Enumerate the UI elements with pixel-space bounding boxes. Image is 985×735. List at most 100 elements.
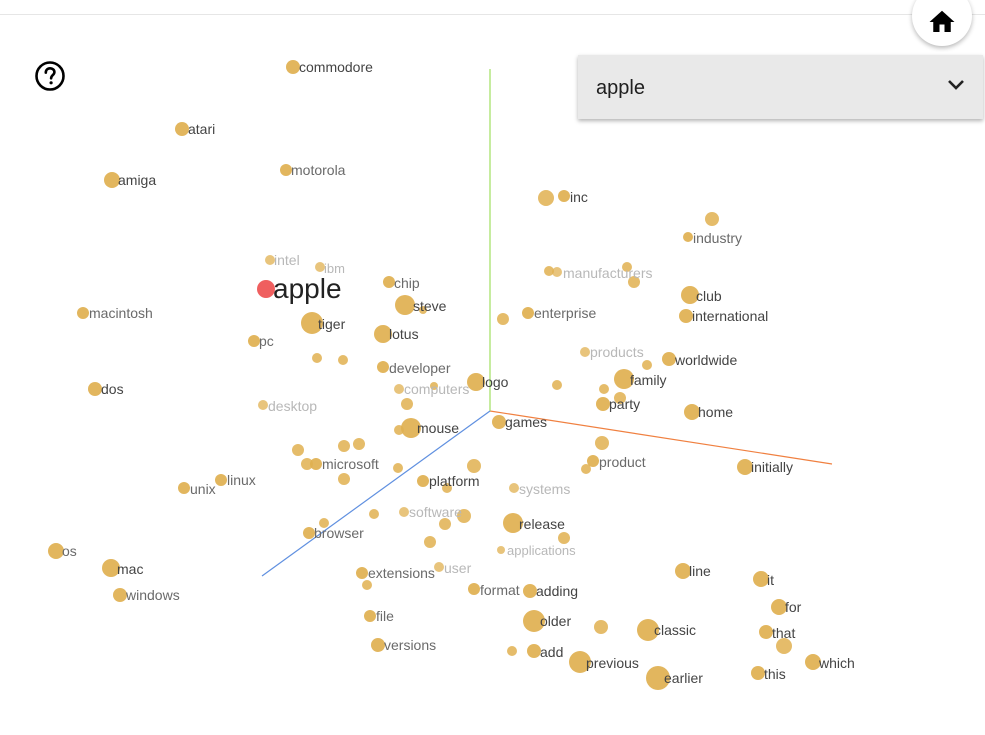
word-point[interactable]: party xyxy=(596,396,640,412)
word-point-dot[interactable] xyxy=(492,415,506,429)
word-point[interactable]: format xyxy=(468,582,520,598)
word-point[interactable]: initially xyxy=(737,459,793,475)
word-point-dot[interactable] xyxy=(303,527,315,539)
word-point-dot[interactable] xyxy=(753,571,769,587)
word-point-dot[interactable] xyxy=(178,482,190,494)
word-point[interactable]: home xyxy=(684,404,733,420)
word-point[interactable]: earlier xyxy=(646,666,703,690)
word-point[interactable]: extensions xyxy=(356,565,435,581)
word-point-dot[interactable] xyxy=(580,347,590,357)
word-point[interactable]: browser xyxy=(303,525,364,541)
word-point-dot[interactable] xyxy=(587,455,599,467)
word-point-dot[interactable] xyxy=(737,459,753,475)
word-point-dot[interactable] xyxy=(523,610,545,632)
word-point-dot[interactable] xyxy=(301,312,323,334)
word-point[interactable]: manufacturers xyxy=(552,265,652,281)
word-point-dot[interactable] xyxy=(751,666,765,680)
word-point-dot[interactable] xyxy=(523,584,537,598)
word-point[interactable]: chip xyxy=(383,275,420,291)
word-point[interactable]: enterprise xyxy=(522,305,596,321)
word-point-dot[interactable] xyxy=(102,559,120,577)
word-point-dot[interactable] xyxy=(614,369,634,389)
word-point[interactable]: user xyxy=(434,560,472,576)
word-point[interactable]: motorola xyxy=(280,162,346,178)
word-point[interactable]: which xyxy=(805,654,855,671)
word-point-dot[interactable] xyxy=(771,599,787,615)
word-point[interactable]: this xyxy=(751,666,786,682)
help-button[interactable] xyxy=(34,60,66,92)
word-point[interactable]: steve xyxy=(395,295,447,315)
word-point[interactable]: commodore xyxy=(286,59,373,75)
word-point-dot[interactable] xyxy=(248,335,260,347)
word-point[interactable]: os xyxy=(48,543,77,559)
word-point-dot[interactable] xyxy=(383,276,395,288)
word-point[interactable]: classic xyxy=(637,619,696,641)
word-point-dot[interactable] xyxy=(364,610,376,622)
word-point-dot[interactable] xyxy=(417,475,429,487)
word-point[interactable]: older xyxy=(523,610,571,632)
word-point-dot[interactable] xyxy=(759,625,773,639)
word-point[interactable]: versions xyxy=(371,637,436,653)
word-point[interactable]: it xyxy=(753,571,774,588)
word-point-dot[interactable] xyxy=(679,309,693,323)
word-point[interactable]: mac xyxy=(102,559,143,577)
word-point[interactable]: ibm xyxy=(315,261,345,276)
word-point-dot[interactable] xyxy=(104,172,120,188)
word-point-dot[interactable] xyxy=(497,546,505,554)
word-point-dot[interactable] xyxy=(315,262,325,272)
word-point-dot[interactable] xyxy=(113,588,127,602)
word-point-dot[interactable] xyxy=(88,382,102,396)
word-point-dot[interactable] xyxy=(286,60,300,74)
word-point-dot[interactable] xyxy=(681,286,699,304)
word-point[interactable]: macintosh xyxy=(77,305,153,321)
word-point-dot[interactable] xyxy=(552,267,562,277)
word-point[interactable]: games xyxy=(492,414,547,430)
word-point[interactable]: international xyxy=(679,308,768,324)
word-point[interactable]: inc xyxy=(558,189,588,205)
word-point-dot[interactable] xyxy=(637,619,659,641)
word-point[interactable]: previous xyxy=(569,651,639,673)
word-point[interactable]: add xyxy=(527,644,563,660)
word-point[interactable]: platform xyxy=(417,473,480,489)
word-point[interactable]: products xyxy=(580,344,644,360)
word-point[interactable]: release xyxy=(503,513,565,533)
word-point[interactable]: developer xyxy=(377,360,451,376)
word-point-dot[interactable] xyxy=(258,400,268,410)
word-point-dot[interactable] xyxy=(503,513,523,533)
word-point-dot[interactable] xyxy=(805,654,821,670)
word-point[interactable]: club xyxy=(681,286,722,304)
word-point-dot[interactable] xyxy=(434,562,444,572)
word-point[interactable]: line xyxy=(675,563,711,579)
word-point[interactable]: industry xyxy=(683,230,742,246)
word-select-dropdown[interactable]: apple xyxy=(578,55,983,119)
word-point-dot[interactable] xyxy=(265,255,275,265)
word-point-dot[interactable] xyxy=(395,295,415,315)
word-point[interactable]: amiga xyxy=(104,172,156,188)
word-point[interactable]: software xyxy=(399,504,462,520)
word-point-dot[interactable] xyxy=(527,644,541,658)
word-point[interactable]: atari xyxy=(175,121,215,137)
word-point-dot[interactable] xyxy=(468,583,480,595)
word-point[interactable]: desktop xyxy=(258,398,317,414)
word-point-dot[interactable] xyxy=(77,307,89,319)
focus-point[interactable] xyxy=(257,280,275,298)
word-point-dot[interactable] xyxy=(310,458,322,470)
word-point[interactable]: windows xyxy=(113,587,180,603)
word-point[interactable]: lotus xyxy=(374,325,419,343)
word-point[interactable]: tiger xyxy=(301,312,346,334)
word-point-dot[interactable] xyxy=(374,325,392,343)
word-point[interactable]: logo xyxy=(467,373,509,391)
word-point-dot[interactable] xyxy=(646,666,670,690)
word-point[interactable]: computers xyxy=(394,381,469,397)
word-point[interactable]: file xyxy=(364,608,394,624)
word-point-dot[interactable] xyxy=(467,373,485,391)
word-point-dot[interactable] xyxy=(399,507,409,517)
word-point-dot[interactable] xyxy=(356,567,368,579)
word-point[interactable]: applications xyxy=(497,543,576,558)
word-point[interactable]: worldwide xyxy=(662,352,737,368)
word-point-dot[interactable] xyxy=(509,483,519,493)
word-point-dot[interactable] xyxy=(394,384,404,394)
word-point-dot[interactable] xyxy=(175,122,189,136)
word-point[interactable]: dos xyxy=(88,381,124,397)
